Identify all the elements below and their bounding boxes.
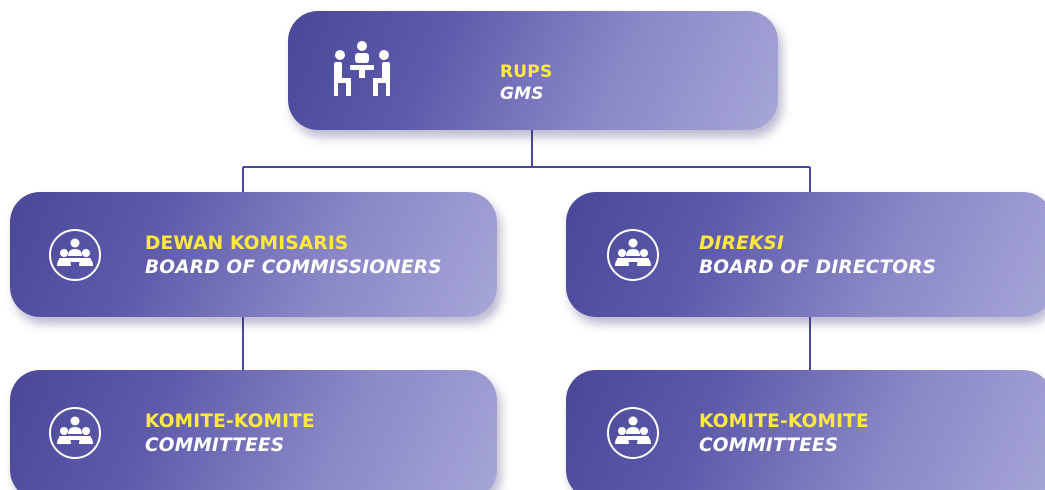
node-committees-right-primary: KOMITE-KOMITE xyxy=(699,411,869,432)
group-people-icon xyxy=(49,229,101,281)
node-board-of-directors: DIREKSI BOARD OF DIRECTORS xyxy=(566,192,1045,317)
node-board-of-commissioners-primary: DEWAN KOMISARIS xyxy=(145,233,349,254)
node-gms: RUPS GMS xyxy=(288,11,778,130)
node-gms-secondary: GMS xyxy=(500,84,544,104)
node-gms-label: RUPS GMS xyxy=(500,61,552,105)
node-board-of-commissioners-label: DEWAN KOMISARIS BOARD OF COMMISSIONERS xyxy=(145,232,442,280)
node-board-of-commissioners: DEWAN KOMISARIS BOARD OF COMMISSIONERS xyxy=(10,192,497,317)
node-board-of-commissioners-secondary: BOARD OF COMMISSIONERS xyxy=(145,257,442,278)
node-committees-left: KOMITE-KOMITE COMMITTEES xyxy=(10,370,497,490)
group-people-icon xyxy=(49,407,101,459)
group-people-icon xyxy=(607,229,659,281)
node-committees-right: KOMITE-KOMITE COMMITTEES xyxy=(566,370,1045,490)
node-committees-left-secondary: COMMITTEES xyxy=(145,435,285,456)
meeting-table-icon xyxy=(334,41,390,96)
node-committees-right-secondary: COMMITTEES xyxy=(699,435,839,456)
node-committees-left-primary: KOMITE-KOMITE xyxy=(145,411,315,432)
group-people-icon xyxy=(607,407,659,459)
node-board-of-directors-label: DIREKSI BOARD OF DIRECTORS xyxy=(699,232,936,280)
node-board-of-directors-primary: DIREKSI xyxy=(699,233,785,254)
node-committees-right-label: KOMITE-KOMITE COMMITTEES xyxy=(699,410,869,458)
node-committees-left-label: KOMITE-KOMITE COMMITTEES xyxy=(145,410,315,458)
node-gms-primary: RUPS xyxy=(500,62,553,82)
node-board-of-directors-secondary: BOARD OF DIRECTORS xyxy=(699,257,937,278)
